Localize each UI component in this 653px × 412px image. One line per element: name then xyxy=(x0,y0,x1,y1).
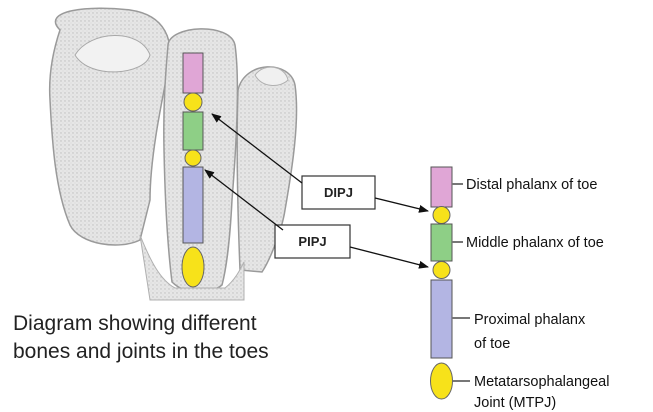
diagram-caption: Diagram showing different bones and join… xyxy=(13,310,333,366)
distal-phalanx-legend xyxy=(431,167,452,207)
proximal-phalanx-on-toe xyxy=(183,167,203,243)
toe-sketch-illustration xyxy=(50,8,297,300)
proximal-phalanx-label-line2: of toe xyxy=(474,336,510,352)
dip-joint-legend xyxy=(433,207,450,224)
pipj-label-box: PIPJ xyxy=(275,225,350,258)
proximal-phalanx-legend xyxy=(431,280,452,358)
legend-bone-column xyxy=(431,167,453,399)
mtpj-label-line1: Metatarsophalangeal xyxy=(474,374,609,390)
mtp-joint-on-toe xyxy=(182,247,204,287)
distal-phalanx-label: Distal phalanx of toe xyxy=(466,177,597,193)
caption-line-2: bones and joints in the toes xyxy=(13,338,333,366)
dipj-label-box: DIPJ xyxy=(302,176,375,209)
mtpj-label-line2: Joint (MTPJ) xyxy=(474,395,556,411)
dip-joint-on-toe xyxy=(184,93,202,111)
middle-phalanx-label: Middle phalanx of toe xyxy=(466,235,604,251)
pipj-label: PIPJ xyxy=(298,234,326,249)
dipj-label: DIPJ xyxy=(324,185,353,200)
caption-line-1: Diagram showing different xyxy=(13,310,333,338)
mtp-joint-legend xyxy=(431,363,453,399)
pip-joint-legend xyxy=(433,262,450,279)
middle-phalanx-legend xyxy=(431,224,452,261)
dipj-arrow-to-scale xyxy=(375,198,428,211)
pip-joint-on-toe xyxy=(185,150,201,166)
proximal-phalanx-label-line1: Proximal phalanx xyxy=(474,312,586,328)
middle-phalanx-on-toe xyxy=(183,112,203,150)
toe-bone-column xyxy=(182,53,204,287)
pipj-arrow-to-scale xyxy=(350,247,428,267)
distal-phalanx-on-toe xyxy=(183,53,203,93)
